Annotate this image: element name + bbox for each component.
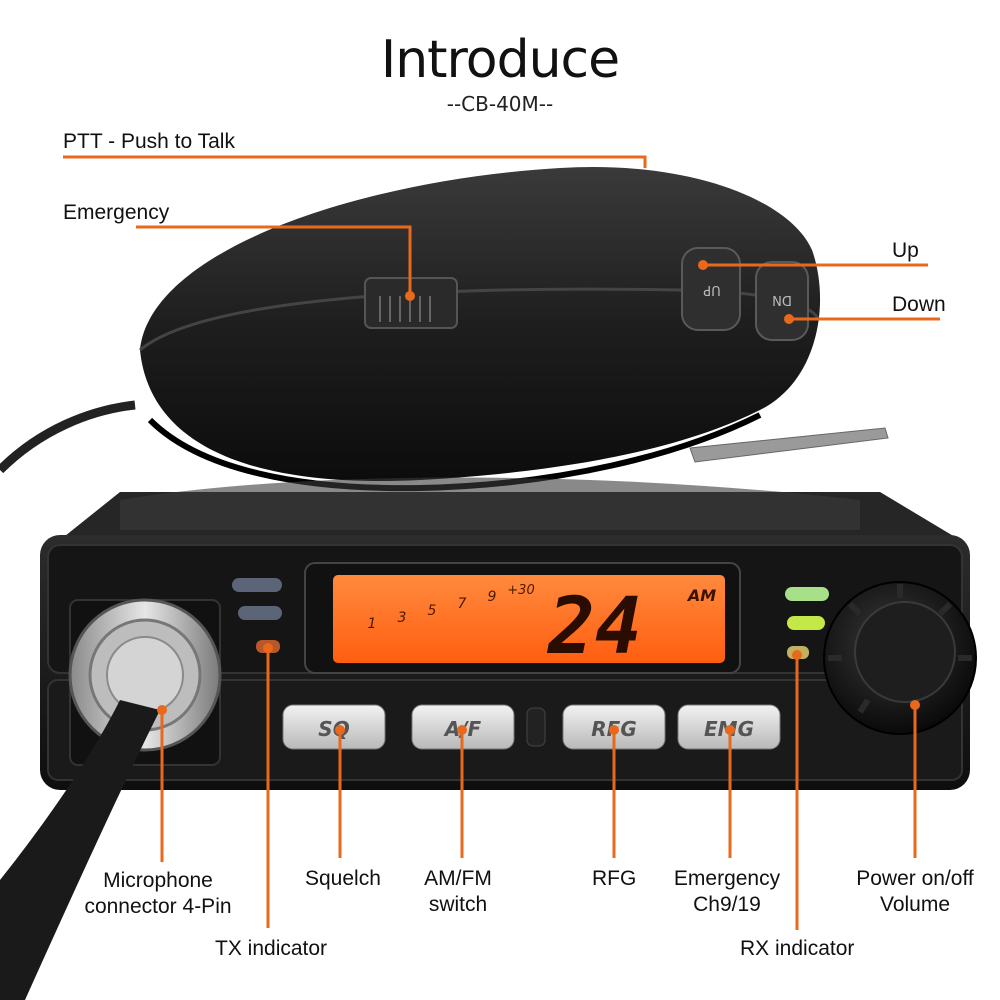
mic-connector-label: Microphone connector 4-Pin (68, 868, 248, 920)
left-indicator-2 (238, 606, 282, 620)
lcd-scale-5: 5 (428, 603, 437, 619)
left-indicator-1 (232, 578, 282, 592)
mic-connector-label-line2: connector 4-Pin (84, 895, 232, 918)
front-buttons: SQ A/F RFG EMG (282, 704, 781, 750)
emg-label-line2: Ch9/19 (693, 893, 761, 916)
lcd-channel-scale: 1 3 5 7 9 +30 (368, 583, 535, 632)
callout-dots (157, 260, 920, 735)
callout-lines (63, 155, 940, 930)
lcd-scale-30: +30 (507, 583, 534, 598)
power-volume-label: Power on/off Volume (845, 866, 985, 918)
right-indicator-1 (785, 587, 829, 601)
mic-down-label: DN (772, 292, 792, 307)
radio-unit: 1 3 5 7 9 +30 24 AM SQ A/F (0, 477, 977, 1000)
lcd-scale-3: 3 (398, 610, 407, 626)
amfm-label-line2: switch (428, 893, 488, 916)
mic-up-label: UP (703, 282, 721, 297)
mic-cord (0, 700, 160, 1000)
emg-label: Emergency Ch9/19 (665, 866, 789, 918)
lcd-mode: AM (686, 586, 716, 605)
emergency-callout-line (136, 225, 412, 296)
emg-label-line1: Emergency (673, 867, 781, 890)
mic-cable (0, 400, 136, 474)
ptt-callout-line (63, 155, 647, 168)
lcd-scale-7: 7 (458, 596, 467, 612)
power-label-line1: Power on/off (856, 867, 974, 890)
microphone: UP DN (139, 166, 821, 492)
down-label: Down (892, 293, 946, 316)
right-indicator-2 (787, 616, 825, 630)
amfm-label: AM/FM switch (408, 866, 508, 918)
up-label: Up (892, 239, 919, 262)
amfm-label-line1: AM/FM (424, 867, 492, 890)
lcd-scale-1: 1 (368, 616, 377, 632)
lcd-scale-9: 9 (488, 589, 497, 605)
mic-connector-label-line1: Microphone (103, 869, 213, 892)
page-subtitle: --CB-40M-- (446, 92, 554, 116)
center-indicator (526, 707, 546, 747)
mic-up-button (681, 247, 741, 331)
rfg-label: RFG (592, 867, 637, 890)
sq-button-label: SQ (318, 717, 349, 741)
sq-button (282, 704, 386, 750)
emergency-label: Emergency (63, 201, 170, 224)
tx-indicator-label: TX indicator (215, 937, 328, 960)
ptt-label: PTT - Push to Talk (63, 130, 235, 153)
power-label-line2: Volume (879, 893, 951, 916)
mic-bracket (689, 427, 889, 463)
squelch-label: Squelch (305, 867, 381, 890)
lcd-display (333, 575, 725, 663)
lcd-channel: 24 (546, 582, 642, 672)
page-title: Introduce (380, 30, 620, 90)
rx-indicator-label: RX indicator (740, 937, 855, 960)
